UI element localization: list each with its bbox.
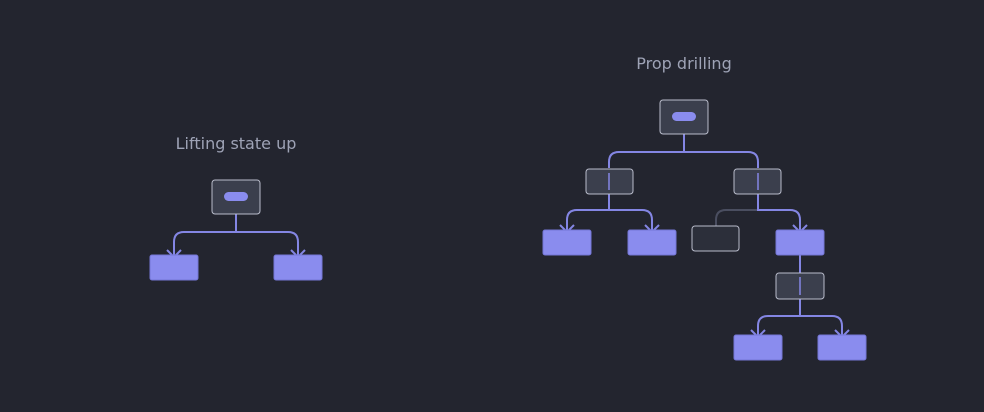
lifting-state-up-diagram (149, 179, 323, 281)
edge-root-to-left-child (173, 214, 237, 256)
edge-root-to-mid-left (608, 134, 685, 168)
edge-root-to-right-child (236, 231, 299, 256)
edge-mid-right-to-deep-node (757, 194, 801, 231)
edge-root-to-mid-right (684, 151, 759, 168)
left-child-node-2 (273, 254, 323, 281)
right-leaf-node-1 (542, 229, 592, 256)
prop-drilling-title: Prop drilling (636, 54, 732, 73)
state-pill-icon (672, 112, 696, 121)
edge-mid-right-to-faded-leaf (715, 209, 758, 226)
edge-pass-node-to-bottom-leaves-right (800, 315, 843, 336)
deep-node (775, 229, 825, 256)
edge-mid-left-to-leaf-1 (566, 194, 610, 231)
lifting-state-up-title: Lifting state up (175, 134, 297, 153)
left-edges (166, 214, 306, 259)
bottom-leaf-node-1 (733, 334, 783, 361)
edge-mid-left-to-leaf-2 (609, 209, 653, 231)
faded-leaf-node (691, 225, 740, 252)
prop-drilling-diagram (542, 99, 867, 361)
state-pill-icon (224, 192, 248, 201)
left-child-node-1 (149, 254, 199, 281)
edge-pass-node-to-bottom-leaves-left (757, 299, 801, 336)
bottom-leaf-node-2 (817, 334, 867, 361)
right-leaf-node-2 (627, 229, 677, 256)
